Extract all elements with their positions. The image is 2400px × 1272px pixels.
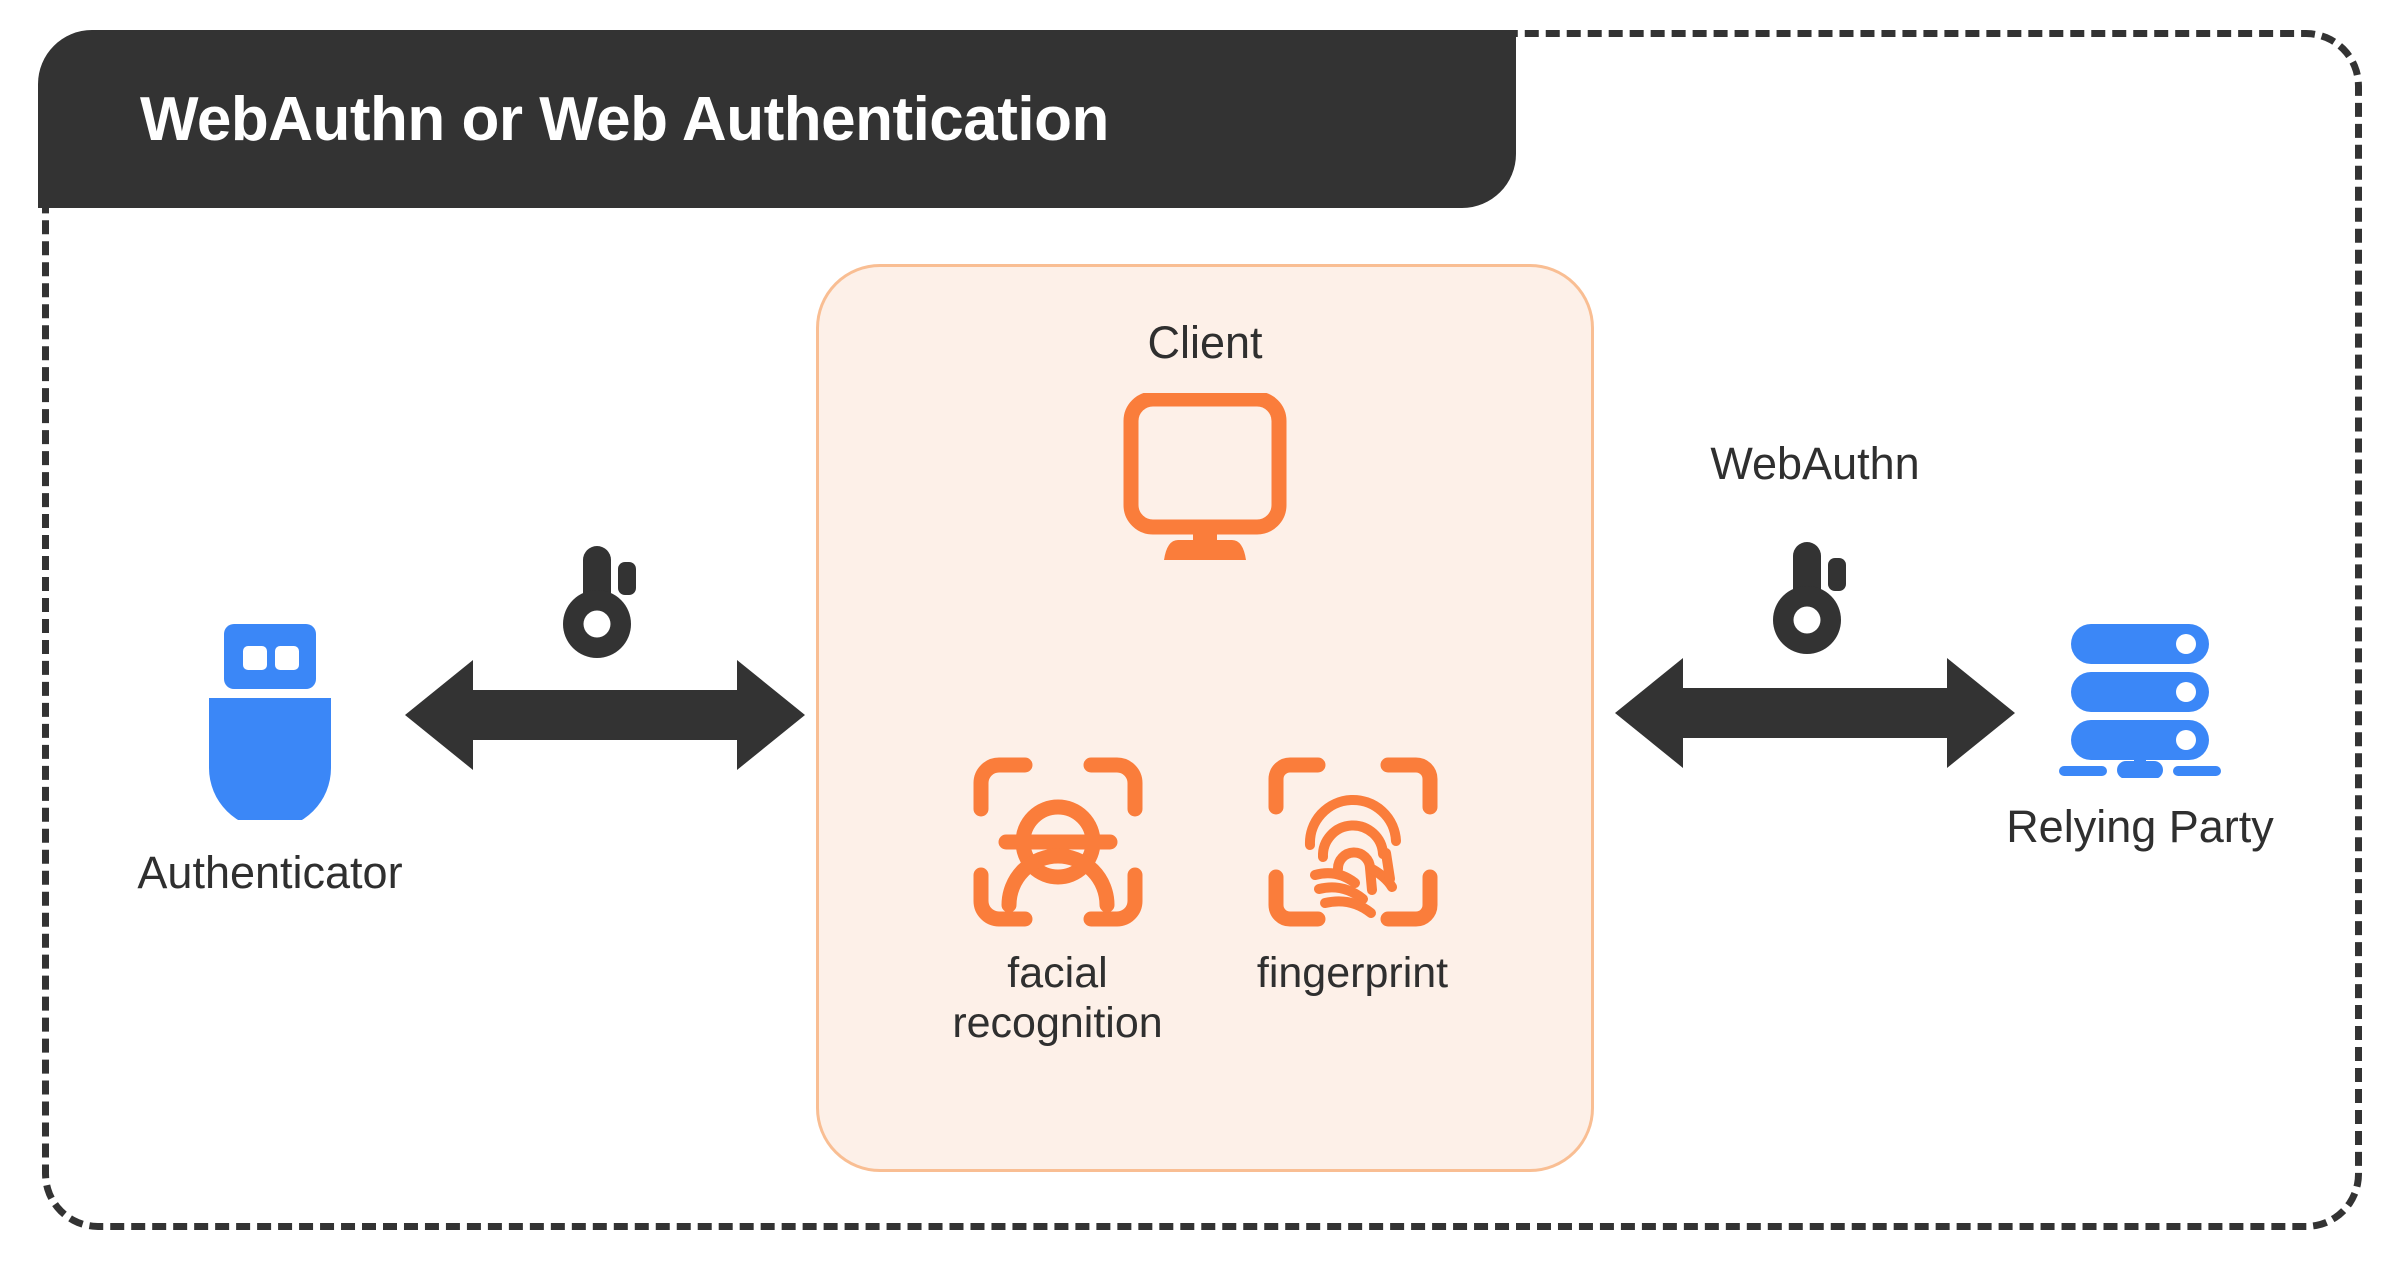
biometric-facial-recognition-label: facial recognition xyxy=(952,949,1162,1049)
link-authenticator-client xyxy=(390,500,820,780)
double-arrow-wrapper xyxy=(1600,658,2030,768)
biometrics-row: facial recognition xyxy=(819,757,1591,1049)
title-banner: WebAuthn or Web Authentication xyxy=(38,30,1516,208)
page-title: WebAuthn or Web Authentication xyxy=(140,84,1109,154)
client-panel: Client xyxy=(816,264,1594,1172)
biometric-fingerprint-label: fingerprint xyxy=(1257,949,1448,999)
authenticator-node: Authenticator xyxy=(60,620,480,899)
biometric-fingerprint: fingerprint xyxy=(1230,757,1475,1049)
relying-party-label: Relying Party xyxy=(2006,801,2274,852)
key-icon-wrapper xyxy=(1600,540,2030,658)
biometric-facial-recognition: facial recognition xyxy=(935,757,1180,1049)
link-client-relying-party-label: WebAuthn xyxy=(1710,438,1920,489)
fingerprint-scan-icon xyxy=(1268,757,1438,927)
biometric-label-line2: recognition xyxy=(952,998,1163,1047)
biometric-label-line1: fingerprint xyxy=(1256,949,1449,997)
key-icon xyxy=(1773,540,1857,658)
biometric-label-line1: facial xyxy=(1007,949,1108,997)
key-icon-wrapper xyxy=(390,544,820,662)
face-scan-icon xyxy=(973,757,1143,927)
client-title: Client xyxy=(1147,317,1263,368)
key-icon xyxy=(563,544,647,662)
double-arrow-wrapper xyxy=(390,660,820,770)
authenticator-label: Authenticator xyxy=(137,847,403,898)
monitor-icon xyxy=(1117,393,1293,565)
usb-key-icon xyxy=(195,620,345,820)
double-arrow-icon xyxy=(1615,658,2015,768)
link-client-relying-party: WebAuthn xyxy=(1600,420,2030,780)
relying-party-node: Relying Party xyxy=(1930,620,2350,853)
monitor-icon-wrapper xyxy=(819,393,1591,565)
double-arrow-icon xyxy=(405,660,805,770)
server-stack-icon xyxy=(2057,620,2223,778)
